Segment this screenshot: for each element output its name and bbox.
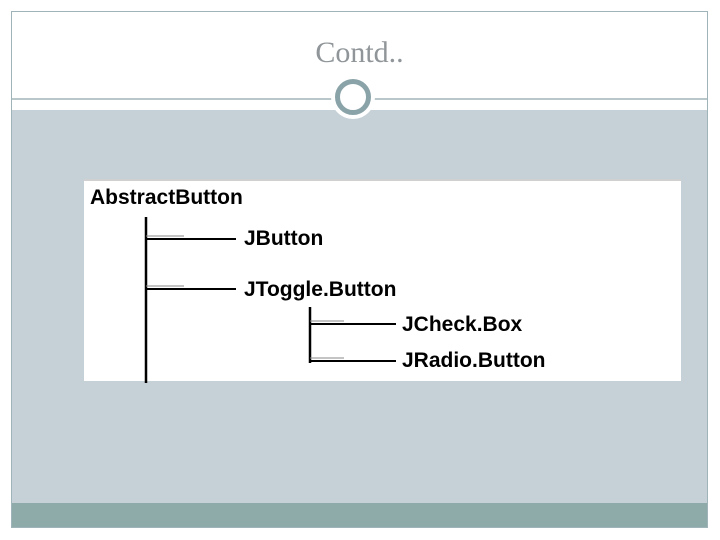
node-jcheckbox: JCheck.Box (402, 313, 523, 336)
circle-ornament (335, 79, 371, 115)
node-abstractbutton: AbstractButton (90, 186, 243, 209)
node-jradiobutton: JRadio.Button (402, 349, 546, 372)
node-jbutton: JButton (244, 227, 324, 250)
footer-bar (12, 503, 707, 527)
class-hierarchy-diagram: AbstractButton JButton JToggle.Button JC… (84, 179, 681, 383)
slide-title: Contd.. (315, 36, 404, 69)
node-jtogglebutton: JToggle.Button (244, 278, 397, 301)
hierarchy-connectors (144, 217, 396, 383)
